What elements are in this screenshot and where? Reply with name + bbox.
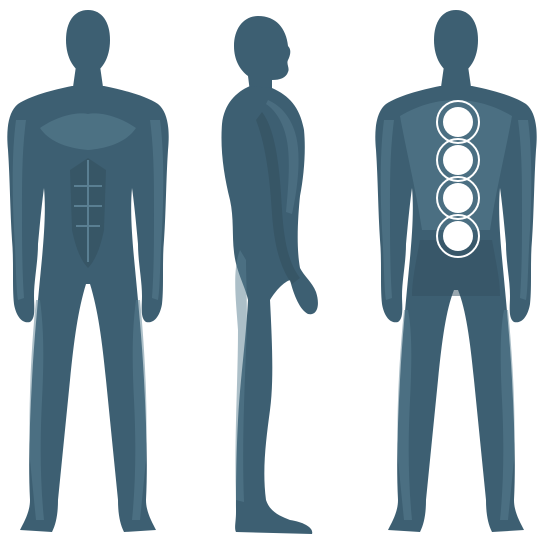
side-view-figure xyxy=(221,16,317,534)
back-view-figure xyxy=(375,10,536,532)
spine-marker xyxy=(443,221,473,251)
spine-marker xyxy=(443,107,473,137)
spine-marker xyxy=(443,183,473,213)
side-head xyxy=(234,16,290,92)
front-view-figure xyxy=(7,10,168,532)
spine-marker xyxy=(443,145,473,175)
